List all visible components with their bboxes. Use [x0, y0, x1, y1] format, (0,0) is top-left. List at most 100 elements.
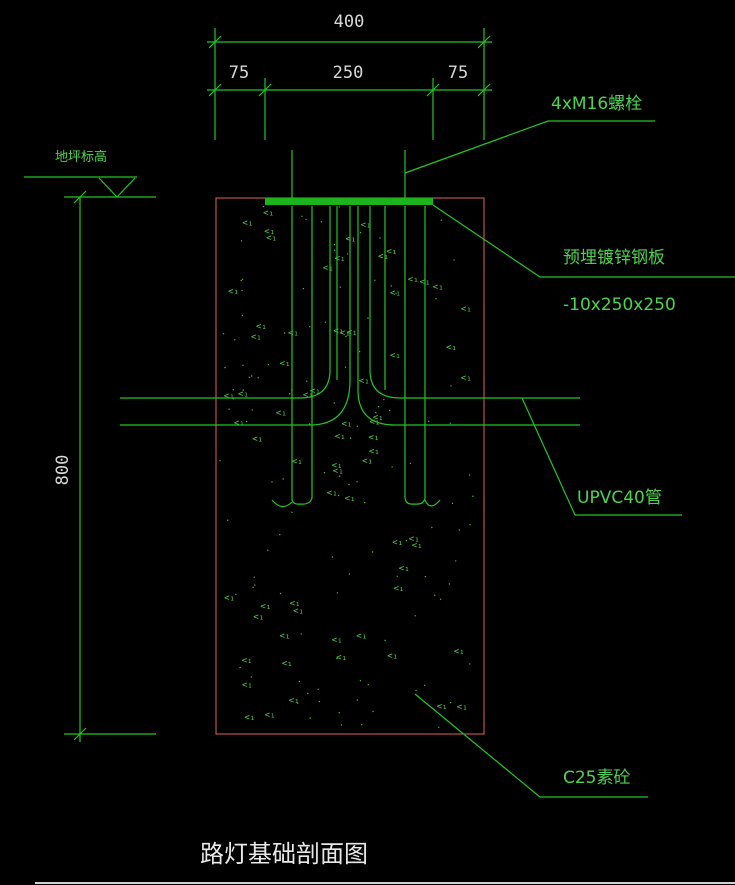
hatch-dot [438, 726, 440, 728]
hatch-dot [306, 380, 308, 382]
hatch-mark: <₁ [282, 659, 293, 669]
hatch-dot [301, 215, 303, 217]
hatch-mark: <₁ [336, 653, 347, 663]
hatch-dot [344, 366, 347, 368]
hatch-dot [241, 278, 244, 280]
hatch-dot [241, 314, 244, 317]
hatch-dot [469, 663, 471, 665]
hatch-mark: <₁ [433, 282, 444, 292]
hatch-dot [227, 519, 229, 521]
hatch-mark: <₁ [362, 457, 373, 467]
hatch-mark: <₁ [276, 409, 287, 419]
hatch-mark: <₁ [437, 702, 448, 712]
hatch-mark: <₁ [356, 632, 367, 642]
hatch-dot [337, 494, 340, 497]
hatch-dot [375, 411, 377, 414]
hatch-dot [345, 335, 347, 338]
hatch-dot [338, 206, 340, 208]
hatch-dot [359, 680, 362, 682]
hatch-dot [300, 633, 302, 635]
dim-75-right-text: 75 [448, 63, 468, 83]
hatch-dot [440, 219, 442, 221]
hatch-mark: <₁ [327, 489, 338, 499]
hatch-dot [308, 423, 311, 425]
embedded-steel-plate [265, 198, 433, 205]
hatch-dot [252, 586, 254, 589]
dim-800-text: 800 [53, 455, 73, 486]
dimension-depth: 800 [53, 190, 156, 742]
hatch-dot [409, 462, 412, 465]
hatch-dot [384, 639, 386, 642]
hatch-mark: <₁ [378, 252, 389, 262]
hatch-dot [317, 688, 319, 690]
leader-concrete [414, 693, 648, 798]
hatch-mark: <₁ [399, 564, 410, 574]
hatch-dot [309, 326, 311, 328]
hatch-mark: <₁ [332, 636, 343, 646]
hatch-mark: <₁ [263, 209, 274, 219]
hatch-dot [219, 460, 221, 462]
hatch-dot [338, 712, 340, 714]
hatch-dot [234, 339, 236, 341]
hatch-dot [336, 592, 339, 594]
hatch-dot [324, 321, 326, 323]
leader-plate [432, 204, 735, 278]
hatch-dot [396, 575, 398, 577]
hatch-dot [302, 287, 305, 290]
hatch-dot [364, 502, 366, 504]
hatch-dot [253, 576, 255, 578]
hatch-dot [282, 478, 284, 480]
hatch-dot [333, 243, 336, 246]
hatch-mark: <₁ [228, 287, 239, 297]
hatch-mark: <₁ [335, 432, 346, 442]
hatch-dot [338, 475, 341, 477]
hatch-dot [240, 279, 242, 282]
hatch-mark: <₁ [224, 594, 235, 604]
hatch-dot [348, 573, 351, 575]
bolts-label: 4xM16螺栓 [551, 94, 642, 114]
hatch-mark: <₁ [242, 219, 253, 229]
hatch-dot [455, 560, 457, 562]
hatch-dot [340, 724, 343, 726]
hatch-dot [289, 393, 291, 395]
hatch-dot [334, 249, 336, 251]
hatch-dot [449, 422, 451, 424]
hatch-mark: <₁ [244, 713, 255, 723]
hatch-dot [451, 502, 454, 505]
hatch-mark: <₁ [394, 584, 405, 594]
hatch-mark: <₁ [292, 457, 303, 467]
hatch-mark: <₁ [333, 327, 344, 337]
hatch-dot [309, 717, 311, 719]
hatch-mark: <₁ [392, 538, 403, 548]
hatch-dot [395, 292, 397, 295]
hatch-dot [279, 592, 282, 595]
hatch-dot [431, 526, 433, 529]
leader-bolts [404, 120, 655, 174]
hatch-dot [251, 375, 253, 377]
hatch-dot [356, 481, 358, 483]
dimension-subdivisions: 75 250 75 [207, 63, 492, 140]
hatch-mark: <₁ [461, 374, 472, 384]
dim-250-text: 250 [333, 63, 364, 83]
hatch-dot [267, 363, 270, 366]
anchor-bolt-right [404, 206, 441, 507]
hatch-mark: <₁ [359, 377, 370, 387]
hatch-mark: <₁ [335, 254, 346, 264]
hatch-dot [428, 420, 430, 422]
hatch-dot [383, 398, 385, 401]
hatch-dot [336, 657, 338, 660]
hatch-dot [291, 511, 293, 513]
hatch-mark: <₁ [238, 389, 249, 399]
hatch-dot [450, 385, 452, 387]
hatch-dot [240, 240, 243, 242]
hatch-dot [262, 205, 265, 208]
hatch-dot [390, 285, 392, 287]
hatch-mark: <₁ [333, 466, 344, 476]
hatch-dot [439, 598, 442, 600]
hatch-dot [298, 680, 301, 683]
hatch-dot [388, 409, 391, 412]
hatch-mark: <₁ [369, 418, 380, 428]
hatch-mark: <₁ [280, 359, 291, 369]
hatch-mark: <₁ [454, 647, 465, 657]
hatch-mark: <₁ [409, 535, 420, 545]
